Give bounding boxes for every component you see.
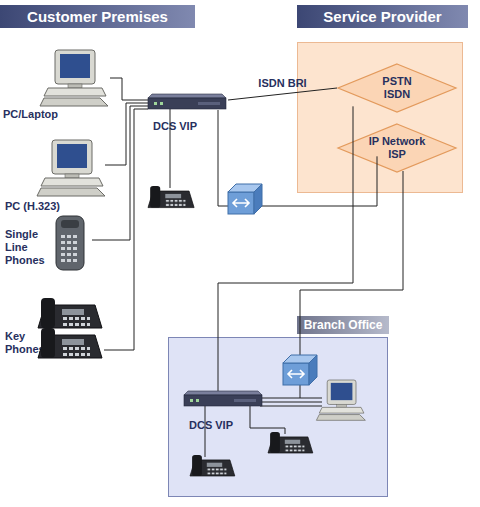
node-label: PSTN ISDN <box>373 75 421 101</box>
connector-line <box>105 103 148 165</box>
phone-body <box>56 216 84 270</box>
device-node: DCS VIP <box>184 391 262 433</box>
pc-icon <box>40 50 108 106</box>
network-diamond: PSTN ISDN <box>337 63 457 113</box>
router-icon <box>228 184 262 214</box>
device-node: Single Line Phones <box>0 212 92 272</box>
key-phone-icon <box>38 328 102 358</box>
node-label: PC (H.323) <box>5 200 95 213</box>
node-label: DCS VIP <box>153 120 223 133</box>
phone-keypad <box>61 234 79 262</box>
key-phone-icon <box>38 298 102 328</box>
zone-heading: Service Provider <box>297 5 468 28</box>
node-label: DCS VIP <box>189 419 259 432</box>
node-label: Customer Premises <box>0 5 195 28</box>
node-label: Key Phones <box>5 330 47 356</box>
connector-line <box>110 78 148 100</box>
zone-heading: Branch Office <box>297 316 389 334</box>
zone-box: Service ProviderPSTN ISDNIP Network ISP <box>297 42 463 193</box>
device-node: Key Phones <box>0 292 104 358</box>
node-label: Single Line Phones <box>5 228 51 267</box>
edge-label: ISDN BRI <box>243 77 323 90</box>
node-label: PC/Laptop <box>3 108 83 121</box>
device-node: DCS VIP <box>148 90 228 134</box>
device-node: PC/Laptop <box>0 48 110 122</box>
connector-line <box>92 106 148 240</box>
node-label: IP Network ISP <box>362 135 432 161</box>
dcs-device-icon <box>148 94 226 109</box>
single-line-phone-icon <box>56 216 84 270</box>
zone-box: Branch OfficeDCS VIP <box>168 337 388 497</box>
zone-tab: Customer Premises <box>0 5 195 28</box>
diamond-shape <box>338 124 456 172</box>
diamond-shape <box>338 64 456 112</box>
pc-icon <box>37 140 105 196</box>
connector-line <box>104 109 148 350</box>
phone-earpiece <box>61 220 79 228</box>
device-node: PC (H.323) <box>0 138 105 214</box>
network-diamond: IP Network ISP <box>337 123 457 173</box>
desk-phone-icon <box>148 186 194 208</box>
